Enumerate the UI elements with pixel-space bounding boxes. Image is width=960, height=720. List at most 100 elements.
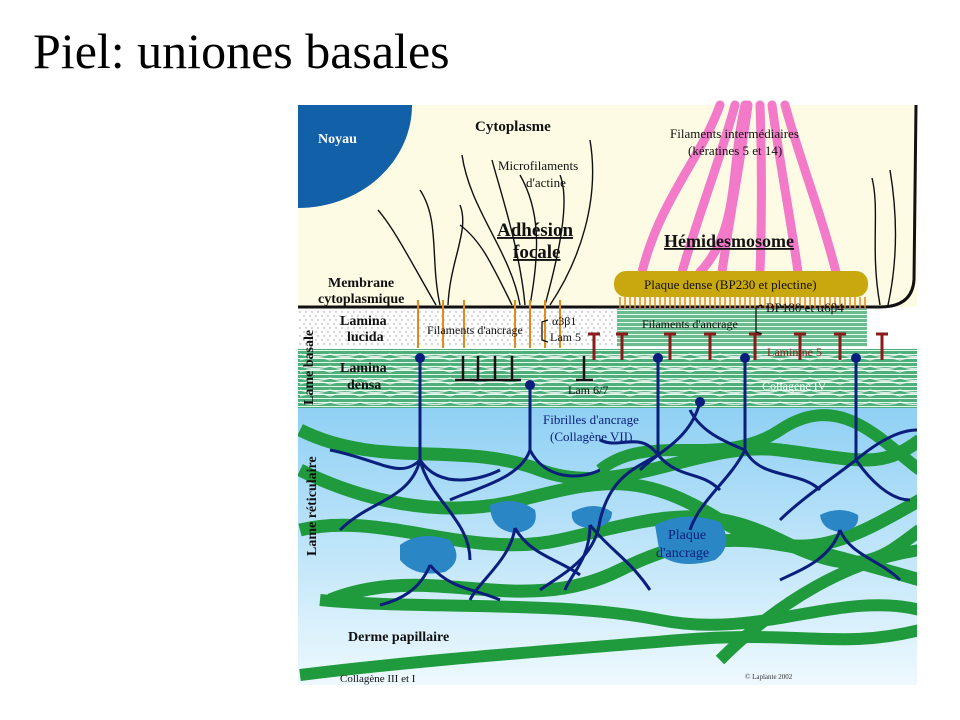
lucida-dot xyxy=(431,319,433,321)
lucida-dot xyxy=(359,311,361,313)
lucida-dot xyxy=(393,331,395,333)
lucida-dot xyxy=(375,315,377,317)
collagen-fiber xyxy=(596,409,917,475)
lucida-dot xyxy=(429,339,431,341)
lucida-dot xyxy=(455,319,457,321)
lucida-dot xyxy=(453,331,455,333)
lucida-dot xyxy=(503,311,505,313)
lucida-dot xyxy=(363,339,365,341)
lucida-dot xyxy=(459,323,461,325)
label-braces xyxy=(541,304,763,343)
lucida-dot xyxy=(575,311,577,313)
lucida-dot xyxy=(339,339,341,341)
lucida-dot xyxy=(581,327,583,329)
lucida-dot xyxy=(531,331,533,333)
lucida-dot xyxy=(357,315,359,317)
lucida-dot xyxy=(311,319,313,321)
lucida-dot xyxy=(425,343,427,345)
lucida-dot xyxy=(399,323,401,325)
lucida-dot xyxy=(305,343,307,345)
lucida-dot xyxy=(399,339,401,341)
lucida-dot xyxy=(447,331,449,333)
lucida-dot xyxy=(495,331,497,333)
lucida-dot xyxy=(467,311,469,313)
lucida-dot xyxy=(507,315,509,317)
lucida-dot xyxy=(299,319,301,321)
collagen-iv-strand xyxy=(299,365,931,370)
lucida-dot xyxy=(369,331,371,333)
lucida-dot xyxy=(407,327,409,329)
laminin-5-marker xyxy=(588,332,600,360)
lucida-dot xyxy=(537,315,539,317)
lucida-dot xyxy=(353,335,355,337)
lucida-dot xyxy=(503,335,505,337)
lucida-dot xyxy=(605,343,607,345)
lucida-dot xyxy=(335,335,337,337)
lucida-dot xyxy=(533,327,535,329)
lucida-dot xyxy=(341,335,343,337)
lucida-dot xyxy=(519,323,521,325)
lucida-dot xyxy=(609,339,611,341)
lucida-dot xyxy=(533,319,535,321)
lucida-dot xyxy=(459,315,461,317)
lucida-dot xyxy=(477,331,479,333)
lucida-dot xyxy=(453,339,455,341)
lucida-dot xyxy=(381,315,383,317)
lucida-dot xyxy=(555,331,557,333)
lucida-dot xyxy=(549,315,551,317)
lucida-dot xyxy=(399,331,401,333)
lucida-dot xyxy=(477,315,479,317)
lucida-dot xyxy=(393,339,395,341)
lucida-dot xyxy=(335,343,337,345)
lucida-dot xyxy=(407,343,409,345)
lucida-dot xyxy=(425,319,427,321)
label-filaments-intermediaires: Filaments intermédiaires xyxy=(670,126,799,141)
lucida-dot xyxy=(561,331,563,333)
lucida-dot xyxy=(347,311,349,313)
lucida-dot xyxy=(569,327,571,329)
laminin-5-marker xyxy=(749,332,761,360)
lucida-dot xyxy=(377,319,379,321)
lucida-dot xyxy=(611,327,613,329)
lucida-dot xyxy=(455,343,457,345)
label-alpha3b1: α3β1 xyxy=(552,314,576,328)
lucida-dot xyxy=(503,327,505,329)
label-hemidesmosome: Hémidesmosome xyxy=(664,231,794,251)
lucida-dot xyxy=(455,311,457,313)
collagen-fiber xyxy=(298,424,917,485)
collagen-iv-strand xyxy=(299,353,931,358)
lucida-dot xyxy=(611,319,613,321)
lucida-dot xyxy=(557,327,559,329)
lucida-dot xyxy=(497,319,499,321)
lucida-dot xyxy=(461,335,463,337)
lucida-dot xyxy=(299,335,301,337)
lucida-dot xyxy=(467,327,469,329)
lucida-dot xyxy=(575,343,577,345)
lucida-dot xyxy=(567,339,569,341)
lucida-dot xyxy=(377,335,379,337)
lucida-dot xyxy=(303,315,305,317)
lucida-dot xyxy=(471,323,473,325)
label-adhesion: Adhésion xyxy=(497,220,573,241)
lucida-dot xyxy=(609,331,611,333)
lucida-dot xyxy=(389,311,391,313)
lucida-dot xyxy=(561,323,563,325)
label-lamina-densa-2: densa xyxy=(347,378,381,393)
lucida-dot xyxy=(495,339,497,341)
actin-microfilament xyxy=(461,154,521,306)
lucida-dot xyxy=(467,335,469,337)
lucida-dot xyxy=(525,323,527,325)
lucida-dot xyxy=(401,327,403,329)
label-derme-papillaire: Derme papillaire xyxy=(348,630,449,645)
collagen-fibers xyxy=(298,409,917,681)
lucida-dot xyxy=(309,339,311,341)
lucida-dot xyxy=(437,319,439,321)
lucida-dot xyxy=(303,323,305,325)
lucida-dot xyxy=(567,323,569,325)
lucida-dot xyxy=(353,327,355,329)
lucida-dot xyxy=(347,319,349,321)
lucida-dot xyxy=(311,343,313,345)
lucida-dot xyxy=(401,319,403,321)
lucida-dot xyxy=(495,315,497,317)
lucida-dot xyxy=(411,331,413,333)
